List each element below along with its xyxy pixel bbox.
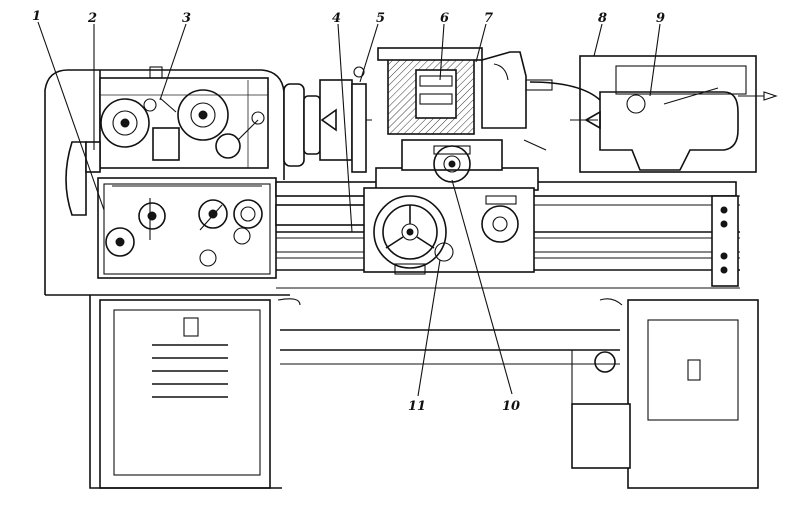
label-6: 6 (440, 11, 449, 26)
label-1: 1 (32, 9, 41, 24)
tailstock (529, 55, 778, 173)
label-4: 4 (332, 11, 341, 26)
label-9: 9 (656, 11, 665, 26)
label-5: 5 (376, 11, 385, 26)
label-3: 3 (182, 11, 191, 26)
leader-lines (37, 21, 661, 397)
headstock-gear-panel (99, 66, 269, 169)
tool-post-shield (351, 47, 553, 173)
label-7: 7 (484, 11, 493, 26)
bed-base (277, 298, 623, 365)
left-pedestal (89, 295, 282, 489)
cross-slide (401, 139, 547, 183)
right-pedestal (571, 299, 759, 489)
feed-gearbox (97, 177, 277, 279)
label-8: 8 (598, 11, 607, 26)
callout-labels: 1 2 3 4 5 6 7 8 9 10 11 (32, 9, 665, 414)
vent-slots (152, 344, 228, 398)
carriage (363, 167, 539, 275)
end-gear-cover (65, 141, 101, 216)
label-2: 2 (87, 11, 97, 26)
label-10: 10 (502, 399, 520, 414)
label-11: 11 (408, 399, 426, 414)
